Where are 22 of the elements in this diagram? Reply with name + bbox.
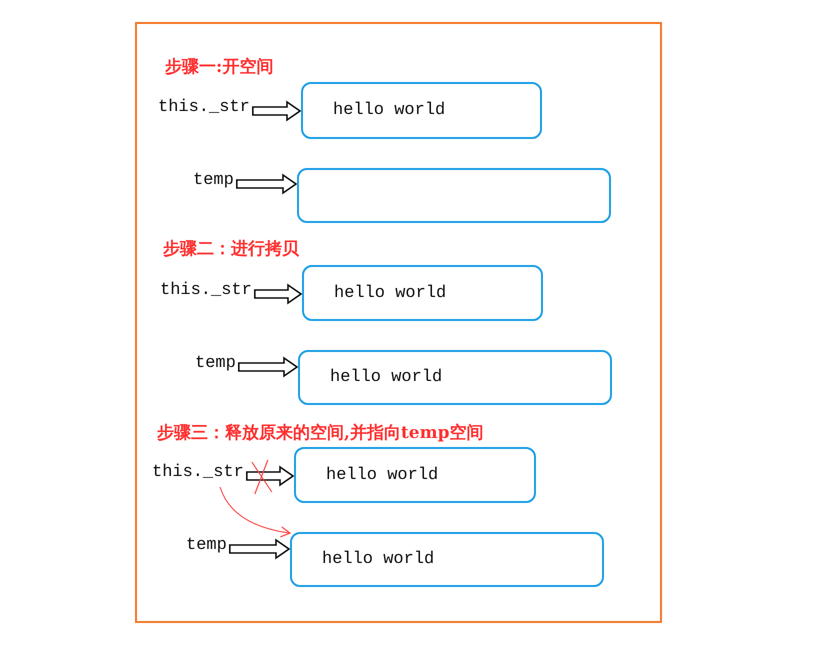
block-arrow [236,173,298,195]
memory-box: hello world [298,350,612,405]
pointer-label: temp [195,354,236,374]
block-arrow [246,465,294,487]
pointer-label: temp [186,536,227,556]
memory-box: hello world [290,532,604,587]
step-heading: 步骤二：进行拷贝 [163,238,299,260]
block-arrow [252,100,302,122]
block-arrow [238,356,298,378]
memory-box: hello world [302,265,543,321]
block-arrow [229,538,290,560]
step-heading: 步骤一:开空间 [165,56,274,78]
step-heading: 步骤三：释放原来的空间,并指向temp空间 [157,422,484,444]
pointer-label: this._str [160,281,252,301]
block-arrow [254,283,302,305]
curved-arrow [220,486,291,538]
memory-box [297,168,611,223]
pointer-label: temp [193,171,234,191]
pointer-label: this._str [158,98,250,118]
memory-box: hello world [294,447,536,503]
memory-box: hello world [301,82,542,139]
pointer-label: this._str [152,463,244,483]
